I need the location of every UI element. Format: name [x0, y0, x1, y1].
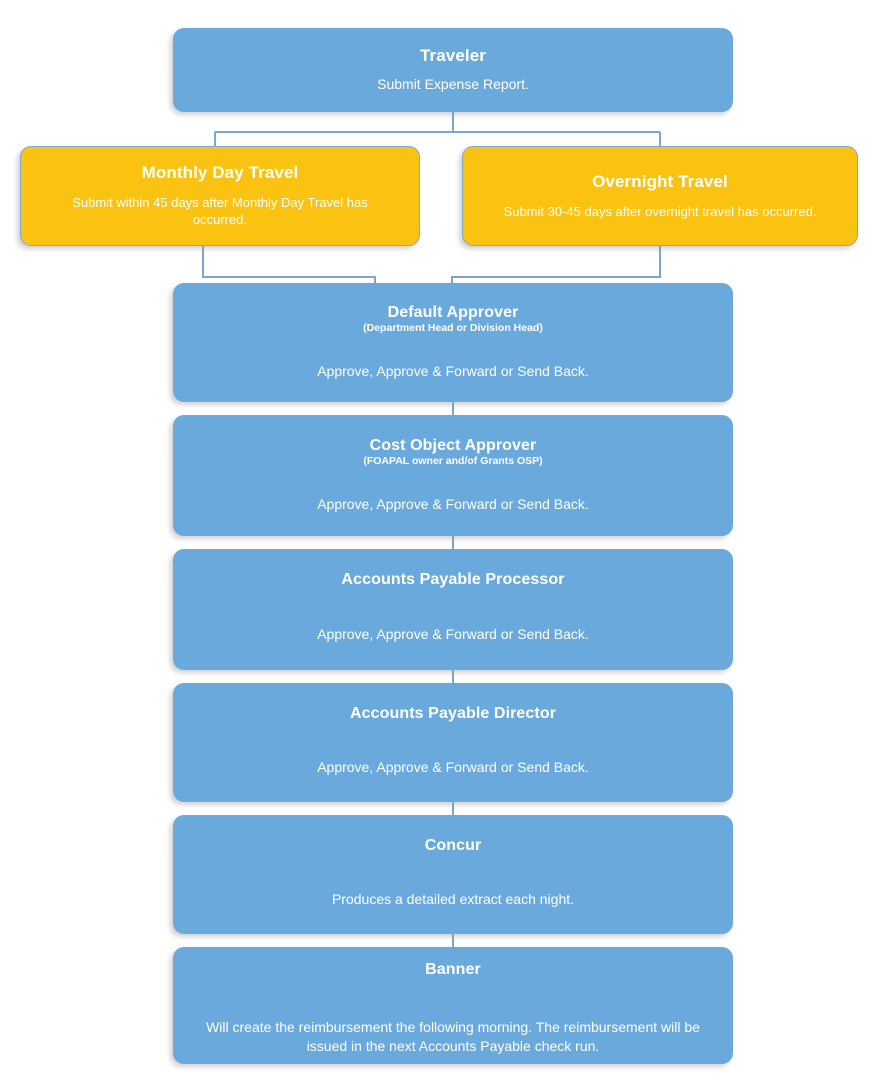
- node-default-approver[interactable]: Default Approver (Department Head or Div…: [173, 283, 733, 402]
- node-traveler-title: Traveler: [419, 46, 487, 66]
- connector-monthly-to-default-approver: [202, 246, 376, 283]
- node-accounts-payable-processor-body: Approve, Approve & Forward or Send Back.: [317, 626, 589, 643]
- node-default-approver-title: Default Approver: [387, 304, 519, 321]
- node-overnight-travel[interactable]: Overnight Travel Submit 30-45 days after…: [462, 146, 858, 246]
- node-concur[interactable]: Concur Produces a detailed extract each …: [173, 815, 733, 934]
- node-monthly-day-travel-body: Submit within 45 days after Monthly Day …: [72, 194, 368, 228]
- node-traveler[interactable]: Traveler Submit Expense Report.: [173, 28, 733, 112]
- node-cost-object-approver[interactable]: Cost Object Approver (FOAPAL owner and/o…: [173, 415, 733, 536]
- node-default-approver-body: Approve, Approve & Forward or Send Back.: [317, 362, 589, 379]
- node-accounts-payable-director-body: Approve, Approve & Forward or Send Back.: [317, 759, 589, 776]
- node-cost-object-approver-title: Cost Object Approver: [369, 437, 537, 454]
- node-accounts-payable-processor[interactable]: Accounts Payable Processor Approve, Appr…: [173, 549, 733, 670]
- node-default-approver-subtitle: (Department Head or Division Head): [363, 322, 543, 335]
- node-accounts-payable-processor-title: Accounts Payable Processor: [341, 571, 565, 588]
- node-traveler-body: Submit Expense Report.: [377, 75, 529, 92]
- node-banner[interactable]: Banner Will create the reimbursement the…: [173, 947, 733, 1064]
- node-cost-object-approver-subtitle: (FOAPAL owner and/of Grants OSP): [363, 455, 543, 468]
- node-banner-body: Will create the reimbursement the follow…: [206, 1019, 700, 1055]
- node-banner-title: Banner: [425, 961, 481, 978]
- node-accounts-payable-director[interactable]: Accounts Payable Director Approve, Appro…: [173, 683, 733, 802]
- node-concur-title: Concur: [424, 837, 482, 854]
- connector-overnight-to-default-approver: [451, 246, 661, 283]
- node-monthly-day-travel[interactable]: Monthly Day Travel Submit within 45 days…: [20, 146, 420, 246]
- node-monthly-day-travel-title: Monthly Day Travel: [141, 163, 299, 183]
- node-overnight-travel-body: Submit 30-45 days after overnight travel…: [503, 203, 817, 219]
- node-cost-object-approver-body: Approve, Approve & Forward or Send Back.: [317, 495, 589, 512]
- node-overnight-travel-title: Overnight Travel: [592, 171, 728, 191]
- node-concur-body: Produces a detailed extract each night.: [331, 891, 575, 908]
- node-accounts-payable-director-title: Accounts Payable Director: [349, 705, 557, 722]
